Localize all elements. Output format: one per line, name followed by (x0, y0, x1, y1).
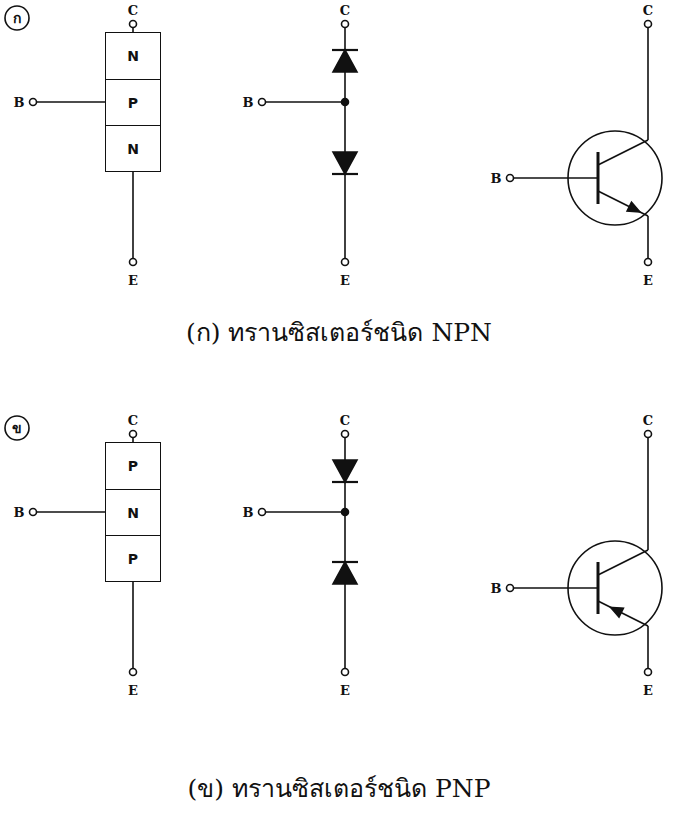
layer-letter: P (128, 96, 138, 110)
section-circle (5, 416, 29, 440)
layer-letter: N (127, 142, 139, 156)
section-letter: ก (13, 11, 21, 25)
terminal-name: C (128, 414, 138, 427)
terminal-name: E (340, 684, 350, 697)
semiconductor-layer: P (105, 535, 161, 582)
semiconductor-layer: N (105, 32, 161, 80)
layer-letter: P (128, 459, 138, 473)
layer-letter: N (127, 49, 139, 63)
terminal-name: E (340, 274, 350, 287)
section-letter: ข (12, 421, 22, 435)
terminal-name: C (128, 4, 138, 17)
semiconductor-layer: P (105, 442, 161, 490)
terminal-name: B (243, 96, 254, 109)
terminal-name: E (128, 684, 138, 697)
semiconductor-layer: N (105, 489, 161, 536)
terminal-name: E (643, 684, 653, 697)
terminal-name: B (491, 172, 502, 185)
semiconductor-layer: P (105, 79, 161, 126)
terminal-name: C (643, 4, 653, 17)
terminal-name: B (14, 506, 25, 519)
terminal-name: B (491, 582, 502, 595)
terminal-name: C (643, 414, 653, 427)
terminal-name: E (128, 274, 138, 287)
terminal-name: B (14, 96, 25, 109)
terminal-name: B (243, 506, 254, 519)
terminal-name: C (340, 4, 350, 17)
figure-caption: (ก) ทรานซิสเตอร์ชนิด NPN (186, 320, 492, 345)
layer-letter: P (128, 552, 138, 566)
terminal-name: C (340, 414, 350, 427)
npn-drawing (5, 6, 662, 266)
section-circle (5, 6, 29, 30)
pnp-drawing (5, 416, 662, 676)
layer-letter: N (127, 506, 139, 520)
semiconductor-layer: N (105, 125, 161, 172)
terminal-name: E (643, 274, 653, 287)
figure-caption: (ข) ทรานซิสเตอร์ชนิด PNP (188, 776, 491, 801)
